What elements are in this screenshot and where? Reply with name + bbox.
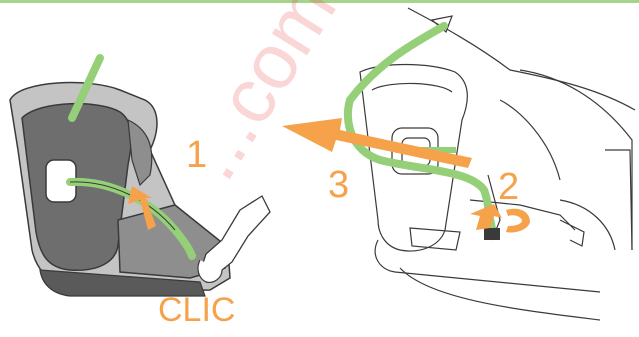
step-label-3: 3: [328, 166, 349, 204]
step-label-2: 2: [498, 168, 519, 206]
seat-belt: [348, 26, 500, 240]
direction-arrow-icon: [506, 209, 530, 233]
top-rule: [0, 0, 639, 3]
step-label-1: 1: [186, 136, 207, 174]
clic-label: CLIC: [158, 293, 235, 327]
